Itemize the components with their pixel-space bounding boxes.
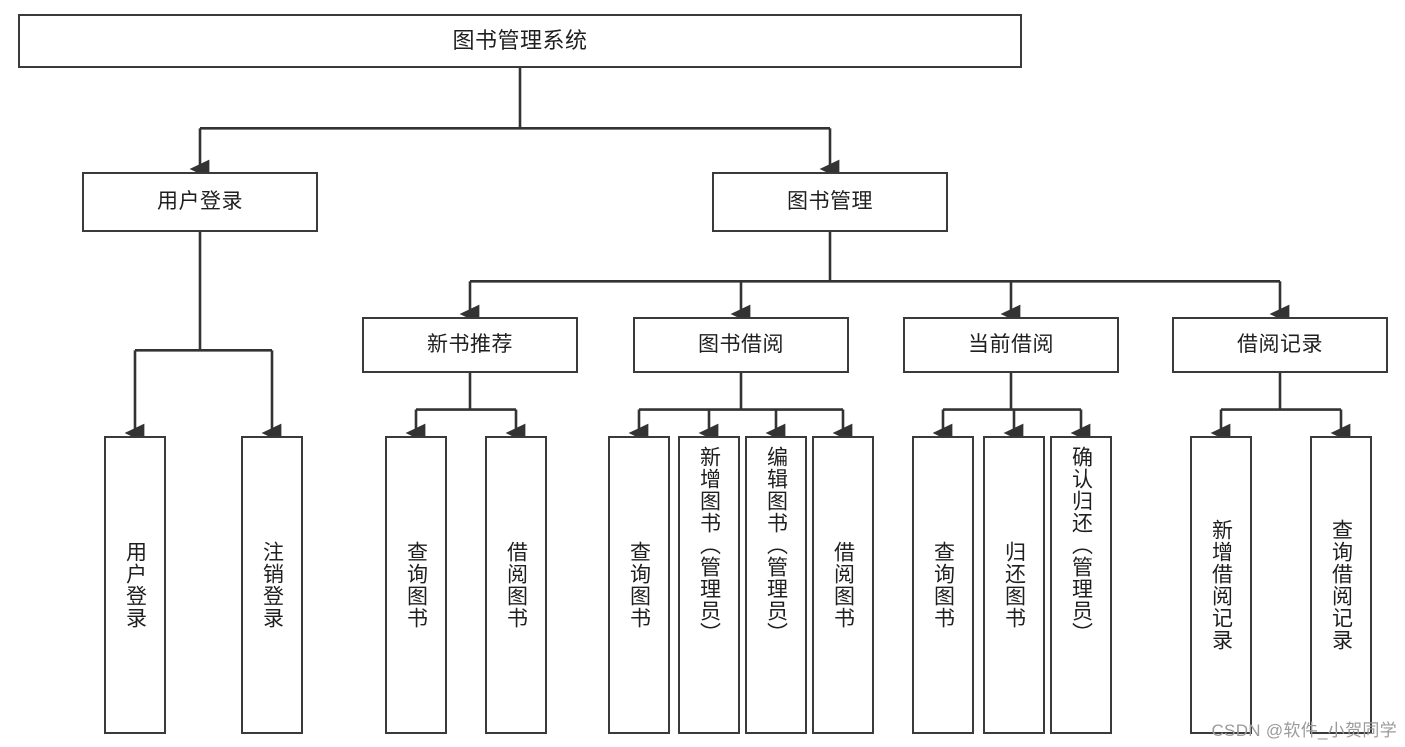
node-leaf-edit-book[interactable]: 编辑图书（管理员） <box>745 436 807 734</box>
node-user-login[interactable]: 用户登录 <box>82 172 318 232</box>
node-leaf-confirm-return[interactable]: 确认归还（管理员） <box>1050 436 1112 734</box>
node-leaf-add-book[interactable]: 新增图书（管理员） <box>678 436 740 734</box>
node-current-borrow[interactable]: 当前借阅 <box>903 317 1119 373</box>
node-label-leaf-user-login: 用户登录 <box>123 541 147 629</box>
node-label-leaf-query-borrow-record: 查询借阅记录 <box>1329 519 1353 651</box>
node-book-borrow[interactable]: 图书借阅 <box>633 317 849 373</box>
node-label-leaf-return-book: 归还图书 <box>1002 541 1026 629</box>
node-label-leaf-borrow-book-new: 借阅图书 <box>504 541 528 629</box>
node-new-book-recommend[interactable]: 新书推荐 <box>362 317 578 373</box>
node-label-book-management: 图书管理 <box>787 189 873 213</box>
node-root[interactable]: 图书管理系统 <box>18 14 1022 68</box>
node-leaf-user-login[interactable]: 用户登录 <box>104 436 166 734</box>
watermark-text: CSDN @软件_小贺同学 <box>1211 721 1397 740</box>
node-label-borrow-record: 借阅记录 <box>1237 332 1323 356</box>
node-label-user-login: 用户登录 <box>157 189 243 213</box>
node-label-leaf-add-borrow-record: 新增借阅记录 <box>1209 519 1233 651</box>
node-leaf-return-book[interactable]: 归还图书 <box>983 436 1045 734</box>
node-label-current-borrow: 当前借阅 <box>968 332 1054 356</box>
node-leaf-query-book-current[interactable]: 查询图书 <box>912 436 974 734</box>
node-leaf-logout[interactable]: 注销登录 <box>241 436 303 734</box>
node-label-root: 图书管理系统 <box>452 28 588 54</box>
node-leaf-query-book-borrow[interactable]: 查询图书 <box>608 436 670 734</box>
node-label-leaf-confirm-return: 确认归还（管理员） <box>1069 446 1093 644</box>
node-label-leaf-query-book-current: 查询图书 <box>931 541 955 629</box>
node-label-book-borrow: 图书借阅 <box>698 332 784 356</box>
node-label-leaf-query-book-new: 查询图书 <box>404 541 428 629</box>
node-leaf-query-borrow-record[interactable]: 查询借阅记录 <box>1310 436 1372 734</box>
node-label-leaf-query-book-borrow: 查询图书 <box>627 541 651 629</box>
node-label-leaf-edit-book: 编辑图书（管理员） <box>764 446 788 644</box>
node-borrow-record[interactable]: 借阅记录 <box>1172 317 1388 373</box>
node-label-leaf-logout: 注销登录 <box>260 541 284 629</box>
node-leaf-borrow-book[interactable]: 借阅图书 <box>812 436 874 734</box>
node-label-leaf-borrow-book: 借阅图书 <box>831 541 855 629</box>
node-label-new-book-recommend: 新书推荐 <box>427 332 513 356</box>
node-leaf-query-book-new[interactable]: 查询图书 <box>385 436 447 734</box>
node-book-management[interactable]: 图书管理 <box>712 172 948 232</box>
node-leaf-borrow-book-new[interactable]: 借阅图书 <box>485 436 547 734</box>
node-leaf-add-borrow-record[interactable]: 新增借阅记录 <box>1190 436 1252 734</box>
node-label-leaf-add-book: 新增图书（管理员） <box>697 446 721 644</box>
